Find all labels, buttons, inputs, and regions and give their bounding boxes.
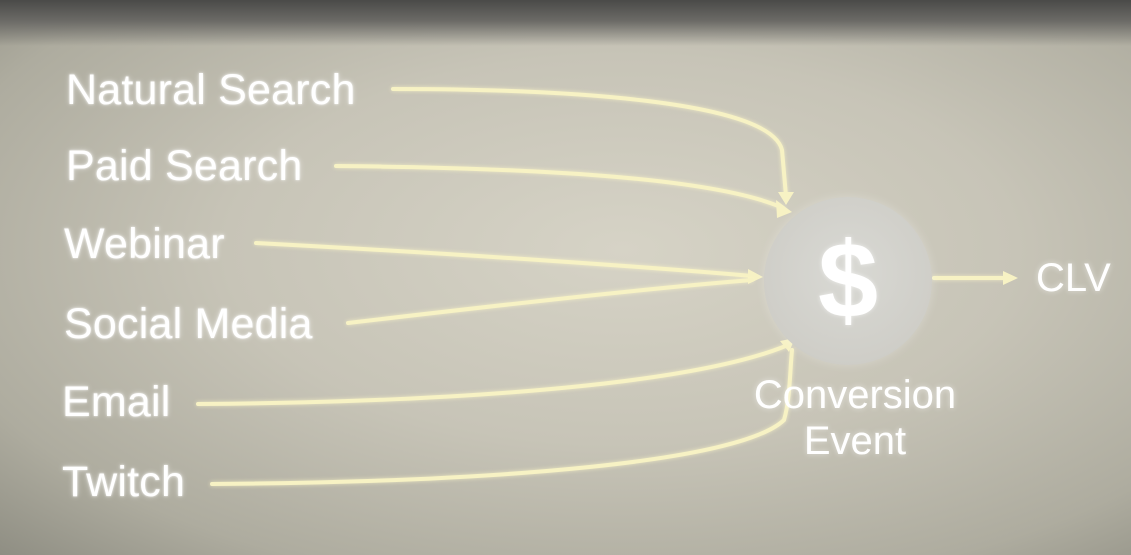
source-twitch: Twitch [62, 458, 186, 506]
arrow-twitch [210, 348, 794, 486]
source-webinar: Webinar [64, 220, 225, 268]
arrow-social-media [346, 278, 754, 325]
conversion-event-label: Conversion Event [720, 372, 990, 464]
conversion-label-line2: Event [803, 419, 907, 463]
arrow-natural-search [391, 87, 788, 198]
arrowhead-paid-search [776, 200, 792, 218]
arrowhead-clv [1003, 271, 1018, 285]
dollar-sign-icon: $ [817, 219, 879, 340]
conversion-label-line1: Conversion [753, 373, 957, 417]
source-paid-search: Paid Search [66, 142, 303, 190]
source-email: Email [62, 378, 171, 426]
top-dark-band [0, 0, 1131, 46]
arrow-paid-search [334, 164, 785, 210]
source-natural-search: Natural Search [66, 66, 356, 114]
arrow-webinar [254, 241, 754, 278]
source-social-media: Social Media [64, 300, 313, 348]
arrowhead-natural-search [778, 192, 794, 205]
arrow-email [196, 343, 790, 406]
clv-label: CLV [1036, 256, 1111, 300]
conversion-event-circle: $ [764, 197, 932, 365]
